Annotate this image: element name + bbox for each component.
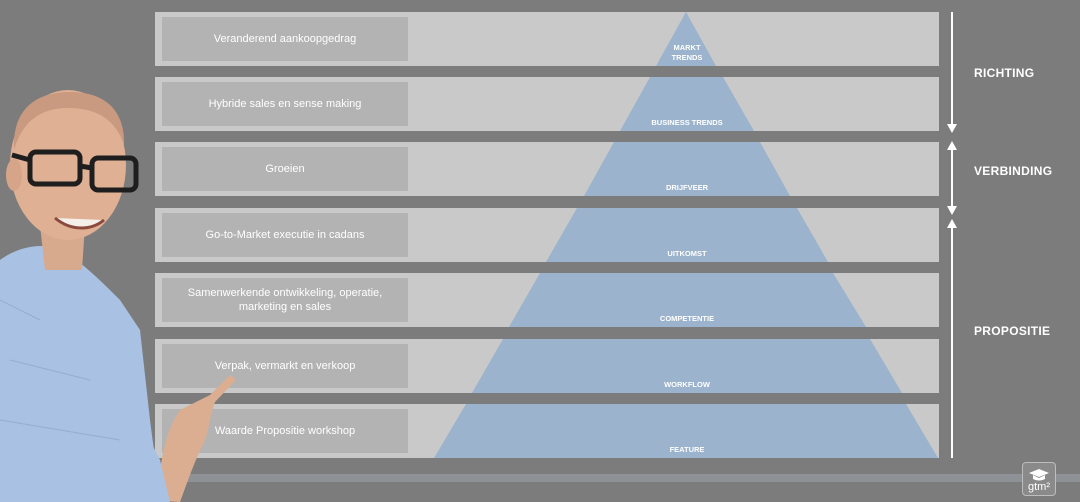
richting-arrow	[947, 12, 957, 133]
propositie-arrow	[947, 219, 957, 458]
tier-label-2: BUSINESS TRENDS	[651, 118, 723, 127]
gtm-logo: gtm²	[1022, 462, 1056, 496]
tier-label-1: MARKT TRENDS	[671, 43, 703, 62]
head	[10, 90, 126, 240]
pyramid-tier-2	[620, 77, 754, 131]
pyramid-tier-6	[472, 339, 902, 393]
presenter-photo	[0, 90, 236, 502]
tier-label-6: WORKFLOW	[664, 380, 710, 389]
tier-label-3: DRIJFVEER	[665, 183, 709, 192]
graduation-cap-icon	[1029, 469, 1049, 481]
row-label-5: Samenwerkende ontwikkeling, operatie, ma…	[162, 278, 408, 322]
tier-label-5: COMPETENTIE	[659, 314, 715, 323]
bottom-strip	[0, 474, 1080, 482]
row-label-6: Verpak, vermarkt en verkoop	[162, 344, 408, 388]
tier-label-7: FEATURE	[669, 445, 705, 454]
glasses	[11, 149, 139, 193]
tier-label-4: UITKOMST	[667, 249, 707, 258]
verbinding-arrows	[947, 141, 957, 215]
row-label-4: Go-to-Market executie in cadans	[162, 213, 408, 257]
pyramid-tier-5	[509, 273, 866, 327]
section-label-verbinding: VERBINDING	[974, 164, 1053, 178]
row-label-1: Veranderend aankoopgedrag	[162, 17, 408, 61]
pyramid-tier-7	[434, 404, 938, 458]
row-label-2: Hybride sales en sense making	[162, 82, 408, 126]
section-label-propositie: PROPOSITIE	[974, 324, 1051, 338]
pyramid-tier-1	[656, 12, 716, 66]
pyramid-tier-4	[546, 208, 828, 262]
section-label-richting: RICHTING	[974, 66, 1035, 80]
logo-text: gtm²	[1028, 481, 1050, 493]
row-label-3: Groeien	[162, 147, 408, 191]
pyramid-tier-3	[584, 142, 790, 196]
